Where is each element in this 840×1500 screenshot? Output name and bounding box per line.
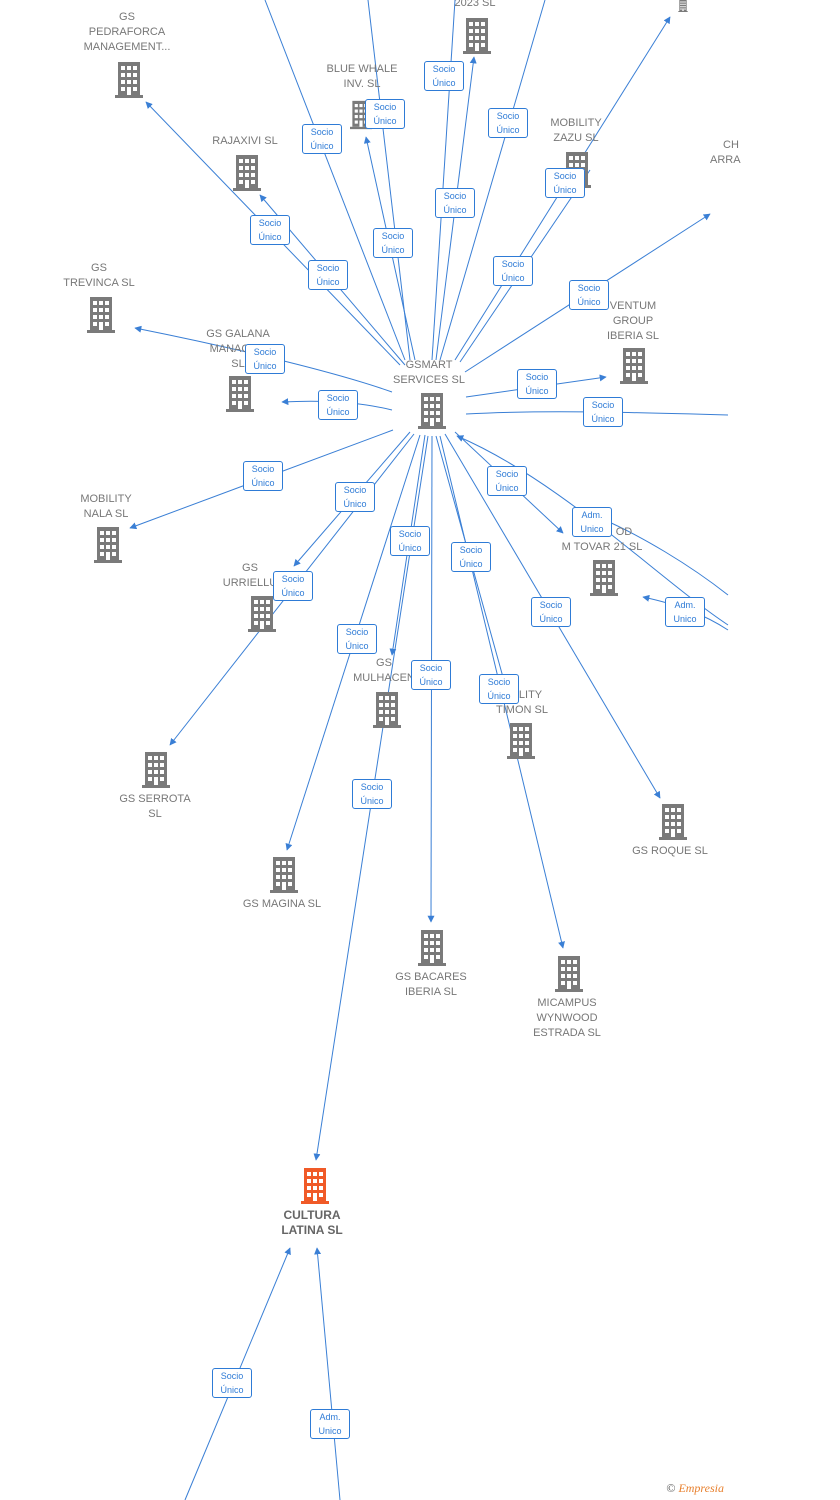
edges bbox=[129, 0, 729, 1500]
building-icon bbox=[678, 0, 688, 12]
node-label-gs-roque[interactable]: GS ROQUE SL bbox=[632, 845, 708, 857]
building-icon bbox=[373, 692, 401, 728]
building-icon bbox=[94, 527, 122, 563]
node-label-2023-sl[interactable]: 2023 SL bbox=[454, 0, 496, 9]
relation-badge[interactable]: Adm.Unico bbox=[665, 597, 705, 627]
edge bbox=[599, 517, 729, 596]
edge bbox=[431, 0, 456, 361]
building-icon bbox=[590, 560, 618, 596]
building-icon bbox=[87, 297, 115, 333]
copyright-symbol: © bbox=[666, 1481, 676, 1495]
building-icon bbox=[142, 752, 170, 788]
focus-building-icon bbox=[301, 1168, 329, 1204]
footer-credit: © Empresia bbox=[666, 1481, 724, 1496]
edge bbox=[439, 0, 546, 361]
node-label-gs-magina[interactable]: GS MAGINA SL bbox=[242, 898, 322, 910]
edge bbox=[314, 1247, 341, 1500]
relation-badge[interactable]: Adm.Unico bbox=[572, 507, 612, 537]
edge bbox=[264, 0, 406, 361]
building-icon bbox=[418, 393, 446, 429]
network-graph bbox=[87, 0, 729, 1500]
node-label-rajaxivi[interactable]: RAJAXIVI SL bbox=[212, 135, 278, 147]
building-icon bbox=[226, 376, 254, 412]
building-icon bbox=[418, 930, 446, 966]
building-icon bbox=[555, 956, 583, 992]
building-icon bbox=[659, 804, 687, 840]
edge bbox=[367, 0, 411, 361]
building-icon bbox=[233, 155, 261, 191]
relation-badge[interactable]: Adm.Unico bbox=[310, 1409, 350, 1439]
brand-logo[interactable]: Empresia bbox=[678, 1481, 724, 1495]
building-icon bbox=[463, 18, 491, 54]
building-icon bbox=[270, 857, 298, 893]
building-icon bbox=[507, 723, 535, 759]
building-icon bbox=[115, 62, 143, 98]
building-icon bbox=[248, 596, 276, 632]
building-icon bbox=[620, 348, 648, 384]
